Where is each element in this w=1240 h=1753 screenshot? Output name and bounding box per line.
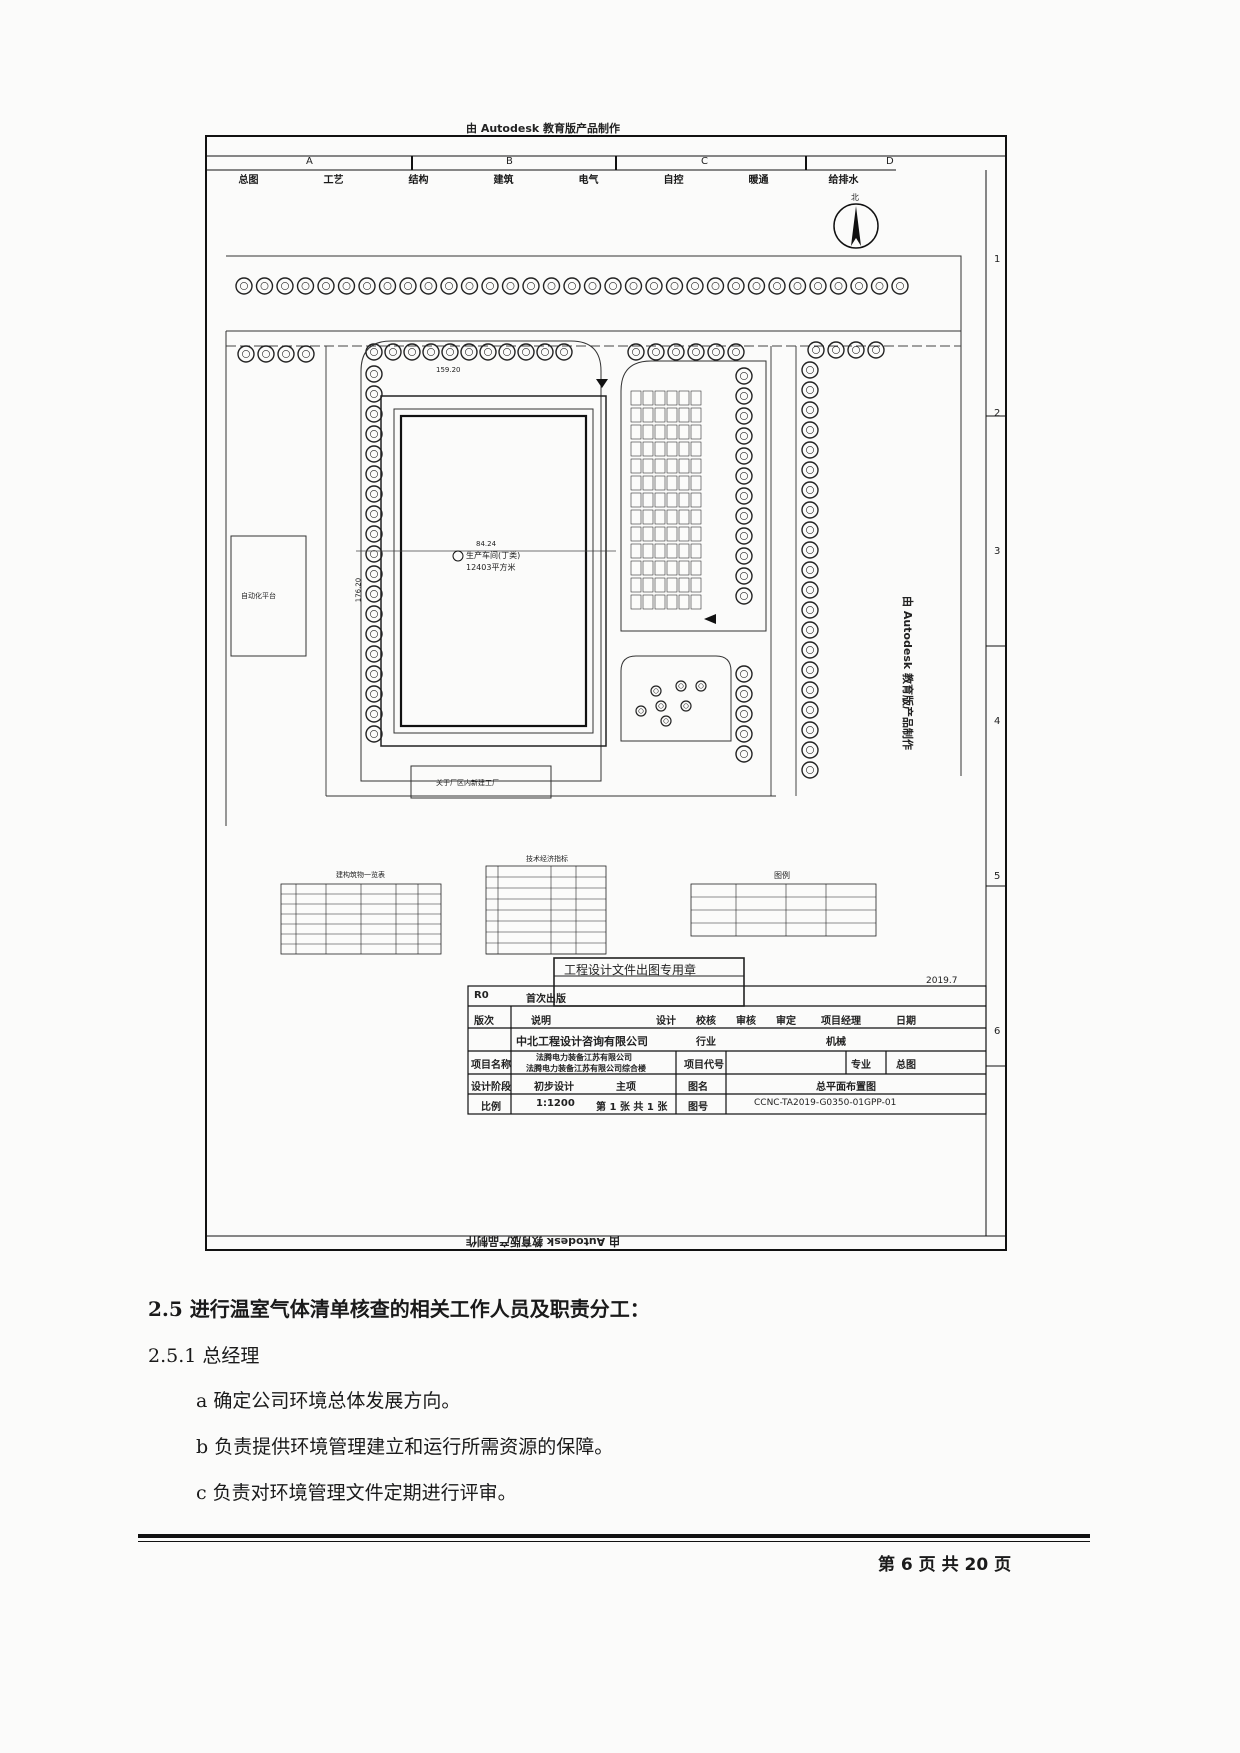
list-item: c 负责对环境管理文件定期进行评审。: [196, 1482, 517, 1504]
section-title: 2.5 进行温室气体清单核查的相关工作人员及职责分工：: [148, 1297, 650, 1321]
discipline-general: 总图: [238, 175, 259, 186]
tb-check: 校核: [696, 1016, 716, 1027]
discipline-structure: 结构: [408, 175, 429, 186]
row-number-4: 4: [994, 716, 1001, 727]
tb-drawing-name-label: 图名: [688, 1082, 708, 1093]
row-number-6: 6: [994, 1026, 1001, 1037]
dim-width: 84.24: [476, 540, 497, 548]
tb-date-label: 日期: [896, 1016, 916, 1027]
left-lot-label: 自动化平台: [241, 592, 276, 600]
table2-title: 技术经济指标: [526, 855, 568, 863]
tb-stage-value: 初步设计: [534, 1082, 574, 1093]
column-letter-c: C: [701, 156, 708, 167]
tb-review: 审核: [736, 1016, 756, 1027]
bottom-lot-label: 关于厂区内新建工厂: [436, 779, 499, 787]
discipline-electrical: 电气: [578, 175, 599, 186]
dim-top: 159.20: [436, 366, 461, 374]
tb-project-name-2: 法腾电力装备江苏有限公司综合楼: [526, 1064, 646, 1073]
tb-pm: 项目经理: [821, 1016, 861, 1027]
discipline-control: 自控: [663, 175, 684, 186]
tb-industry-label: 行业: [696, 1037, 716, 1048]
tb-industry-value: 机械: [826, 1037, 846, 1048]
tb-version: 版次: [474, 1016, 494, 1027]
legend-title: 图例: [774, 871, 790, 880]
row-number-3: 3: [994, 546, 1001, 557]
column-letter-d: D: [886, 156, 894, 167]
tb-sheet: 第 1 张 共 1 张: [596, 1102, 668, 1113]
dim-side: 176.20: [354, 577, 363, 603]
tb-drawing-no-value: CCNC-TA2019-G0350-01GPP-01: [754, 1098, 897, 1108]
tb-stage-label: 设计阶段: [471, 1082, 511, 1093]
tb-specialty-label: 专业: [851, 1060, 871, 1071]
tb-project-code-label: 项目代号: [684, 1060, 724, 1071]
discipline-hvac: 暖通: [748, 175, 769, 186]
tb-drawing-no-label: 图号: [688, 1102, 708, 1113]
tb-scale-label: 比例: [481, 1102, 501, 1113]
footer-rule-thin: [138, 1541, 1090, 1542]
stamp-text: 工程设计文件出图专用章: [564, 963, 697, 977]
site-plan-graphic: [205, 135, 1007, 1251]
discipline-process: 工艺: [323, 175, 344, 186]
footer-rule: [138, 1534, 1090, 1538]
tb-project-name-1: 法腾电力装备江苏有限公司: [536, 1053, 632, 1062]
site-plan-drawing: 由 Autodesk 教育版产品制作 由 Autodesk 教育版产品制作 由 …: [196, 122, 1016, 1262]
watermark-bottom: 由 Autodesk 教育版产品制作: [466, 1235, 621, 1248]
watermark-side: 由 Autodesk 教育版产品制作: [901, 596, 914, 751]
tb-design: 设计: [656, 1016, 676, 1027]
subsection-title: 2.5.1 总经理: [148, 1345, 260, 1367]
tb-project-name-label: 项目名称: [471, 1060, 511, 1071]
discipline-plumbing: 给排水: [828, 175, 859, 186]
building-area: 12403平方米: [466, 563, 516, 572]
tb-scale-value: 1:1200: [536, 1098, 575, 1109]
row-number-2: 2: [994, 408, 1001, 419]
tb-main-item: 主项: [616, 1082, 636, 1093]
list-item: b 负责提供环境管理建立和运行所需资源的保障。: [196, 1436, 614, 1458]
tb-drawing-name-value: 总平面布置图: [816, 1082, 876, 1093]
table1-title: 建构筑物一览表: [336, 871, 385, 879]
list-item: a 确定公司环境总体发展方向。: [196, 1390, 461, 1412]
building-label: 生产车间(丁类): [466, 551, 521, 560]
tb-rev: R0: [474, 990, 489, 1001]
watermark-top: 由 Autodesk 教育版产品制作: [466, 122, 621, 135]
tb-date-value: 2019.7: [926, 976, 958, 986]
discipline-architecture: 建筑: [493, 175, 514, 186]
column-letter-a: A: [306, 156, 313, 167]
north-label: 北: [851, 193, 859, 202]
tb-description: 说明: [531, 1016, 551, 1027]
tb-company: 中北工程设计咨询有限公司: [516, 1035, 648, 1048]
column-letter-b: B: [506, 156, 513, 167]
page-number: 第 6 页 共 20 页: [878, 1555, 1012, 1575]
tb-approve: 审定: [776, 1016, 796, 1027]
row-number-1: 1: [994, 254, 1001, 265]
tb-specialty-value: 总图: [896, 1060, 916, 1071]
row-number-5: 5: [994, 871, 1001, 882]
discipline-header-row: 总图 工艺 结构 建筑 电气 自控 暖通 给排水: [206, 171, 886, 186]
tb-first-issue: 首次出版: [526, 994, 566, 1005]
